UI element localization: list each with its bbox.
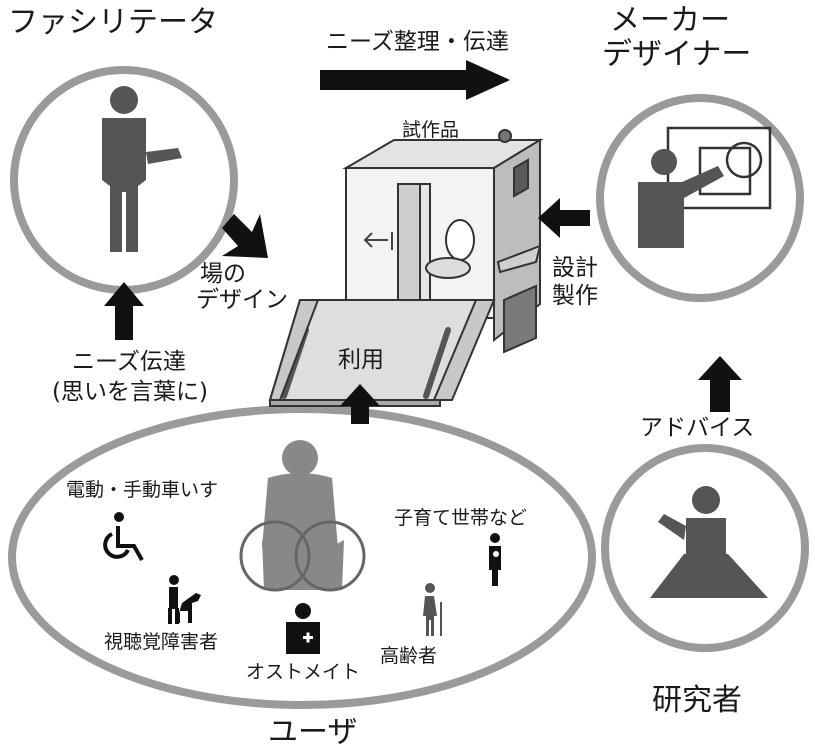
ostomate-icon xyxy=(286,603,320,654)
wheelchair-label: 電動・手動車いす xyxy=(66,479,219,501)
researcher-circle xyxy=(601,444,809,652)
facilitator-figure-icon xyxy=(102,86,182,252)
needs-organize-label: ニーズ整理・伝達 xyxy=(326,29,509,55)
user-ellipse xyxy=(8,405,596,709)
whiteboard-icon xyxy=(666,126,772,210)
advice-arrow xyxy=(698,356,742,412)
place-design-arrow xyxy=(222,214,268,258)
parenting-icon xyxy=(489,533,501,586)
researcher-label: 研究者 xyxy=(652,683,742,718)
ostomate-label: オストメイト xyxy=(246,661,361,683)
door-arrow-icon xyxy=(363,232,393,250)
visual-impaired-label: 視聴覚障害者 xyxy=(104,631,219,653)
design-make-arrow xyxy=(538,198,590,238)
researcher-figure-icon xyxy=(650,486,768,598)
guide-dog-icon xyxy=(168,575,201,624)
needs-convey-label-line2: (思いを言葉に) xyxy=(52,379,208,405)
maker-label-line2: デザイナー xyxy=(602,37,752,72)
wheelchair-icon xyxy=(103,512,144,561)
parenting-label: 子育て世帯など xyxy=(394,507,528,529)
maker-label-line1: メーカー xyxy=(610,3,730,38)
elderly-icon xyxy=(423,583,442,636)
elderly-label: 高齢者 xyxy=(380,645,438,667)
maker-circle xyxy=(596,94,804,302)
designer-figure-icon xyxy=(638,149,724,248)
advice-label: アドバイス xyxy=(640,415,755,441)
place-design-label-line2: デザイン xyxy=(196,287,288,313)
needs-organize-arrow xyxy=(320,60,510,100)
use-label: 利用 xyxy=(338,347,384,373)
place-design-label-line1: 場の xyxy=(200,261,246,287)
needs-convey-label-line1: ニーズ伝達 xyxy=(72,349,186,375)
facilitator-label: ファシリテータ xyxy=(8,5,218,40)
prototype-label: 試作品 xyxy=(402,119,460,141)
prototype-booth xyxy=(268,129,544,407)
wheelchair-user-figure xyxy=(239,440,366,592)
design-make-label-line2: 製作 xyxy=(552,283,598,309)
design-make-label-line1: 設計 xyxy=(552,255,598,281)
needs-convey-arrow xyxy=(104,282,144,340)
use-arrow xyxy=(340,384,380,424)
user-label: ユーザ xyxy=(268,715,358,750)
